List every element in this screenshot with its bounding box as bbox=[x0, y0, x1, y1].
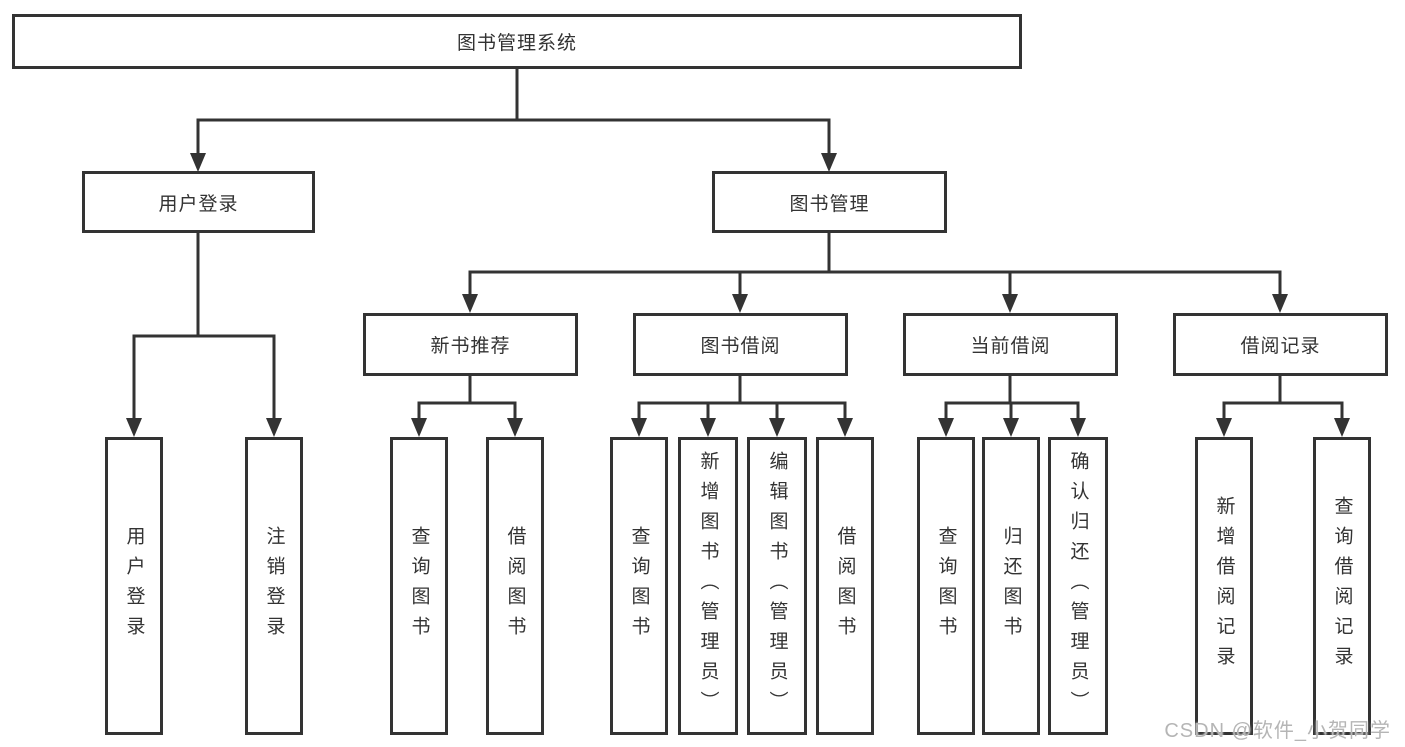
node-user-login: 用户登录 bbox=[82, 171, 315, 233]
leaf-logout: 注销登录 bbox=[245, 437, 303, 735]
leaf-user-login: 用户登录 bbox=[105, 437, 163, 735]
leaf-query-books-borrow: 查询图书 bbox=[610, 437, 668, 735]
node-borrow-records: 借阅记录 bbox=[1173, 313, 1388, 376]
leaf-query-borrow-record: 查询借阅记录 bbox=[1313, 437, 1371, 735]
node-book-borrow: 图书借阅 bbox=[633, 313, 848, 376]
leaf-confirm-return-admin: 确认归还（管理员） bbox=[1048, 437, 1108, 735]
leaf-borrow-books-recommend: 借阅图书 bbox=[486, 437, 544, 735]
leaf-add-books-admin: 新增图书（管理员） bbox=[678, 437, 738, 735]
leaf-query-books-current: 查询图书 bbox=[917, 437, 975, 735]
leaf-borrow-books: 借阅图书 bbox=[816, 437, 874, 735]
leaf-add-borrow-record: 新增借阅记录 bbox=[1195, 437, 1253, 735]
leaf-edit-books-admin: 编辑图书（管理员） bbox=[747, 437, 807, 735]
arrowheads bbox=[126, 153, 1350, 437]
node-book-management: 图书管理 bbox=[712, 171, 947, 233]
leaf-return-books: 归还图书 bbox=[982, 437, 1040, 735]
node-new-book-recommend: 新书推荐 bbox=[363, 313, 578, 376]
leaf-query-books-recommend: 查询图书 bbox=[390, 437, 448, 735]
csdn-watermark: CSDN @软件_小贺同学 bbox=[1164, 720, 1391, 742]
node-root-library-system: 图书管理系统 bbox=[12, 14, 1022, 69]
node-current-borrow: 当前借阅 bbox=[903, 313, 1118, 376]
